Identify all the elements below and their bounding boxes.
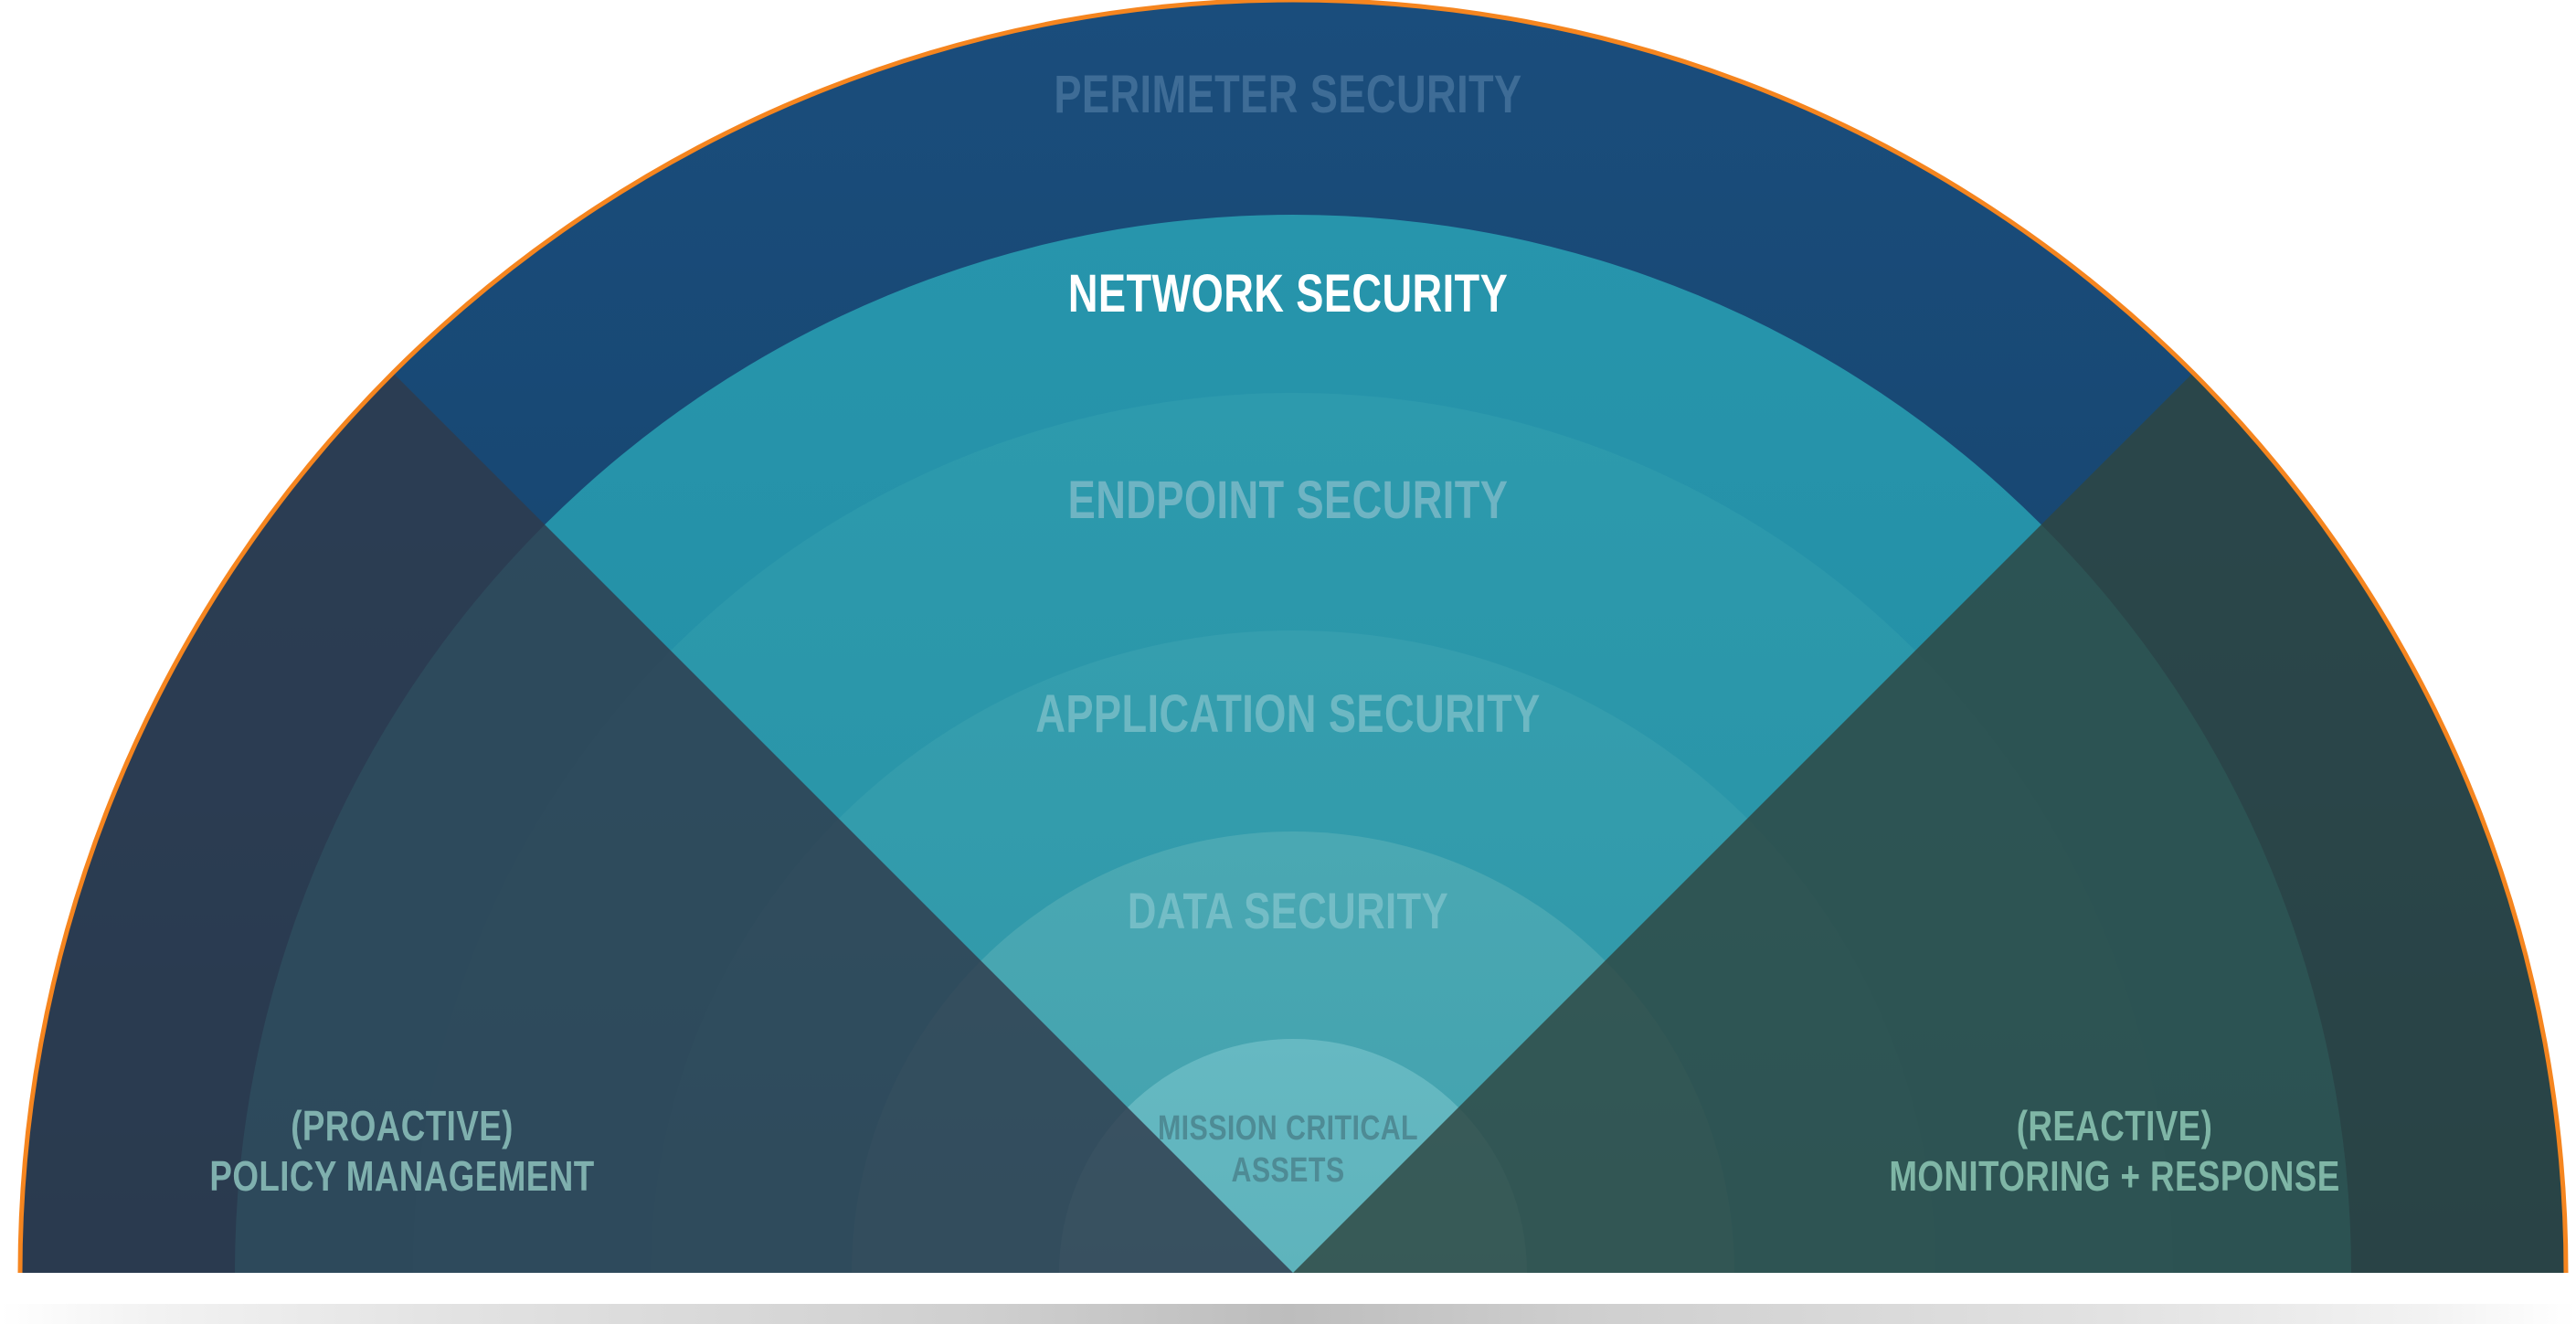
sector-proactive-overlay[interactable] <box>20 373 1293 1273</box>
reactive-label-line-1: (REACTIVE) <box>2016 1102 2213 1149</box>
reactive-label-line-2: MONITORING + RESPONSE <box>1889 1152 2340 1201</box>
ring-label-mission-critical-assets: MISSION CRITICAL ASSETS <box>258 1107 2318 1192</box>
ring-label-application: APPLICATION SECURITY <box>1035 684 1541 744</box>
ring-label-endpoint: ENDPOINT SECURITY <box>1067 471 1509 530</box>
ring-label-network: NETWORK SECURITY <box>1067 264 1509 323</box>
sector-label-proactive: (PROACTIVE) POLICY MANAGEMENT <box>80 1101 724 1202</box>
proactive-label-line-1: (PROACTIVE) <box>291 1102 514 1149</box>
sector-reactive-overlay[interactable] <box>1293 373 2566 1273</box>
outer-arc-stroke <box>17 0 2569 1273</box>
ring-label-perimeter: PERIMETER SECURITY <box>1054 65 1522 124</box>
sector-label-reactive: (REACTIVE) MONITORING + RESPONSE <box>1745 1101 2484 1202</box>
ring-label-data: DATA SECURITY <box>1127 882 1449 939</box>
proactive-label-line-2: POLICY MANAGEMENT <box>209 1152 595 1201</box>
core-label-line-1: MISSION CRITICAL <box>1157 1109 1419 1148</box>
core-label-line-2: ASSETS <box>1231 1151 1345 1191</box>
page-bottom-shadow-strip <box>0 1304 2576 1324</box>
